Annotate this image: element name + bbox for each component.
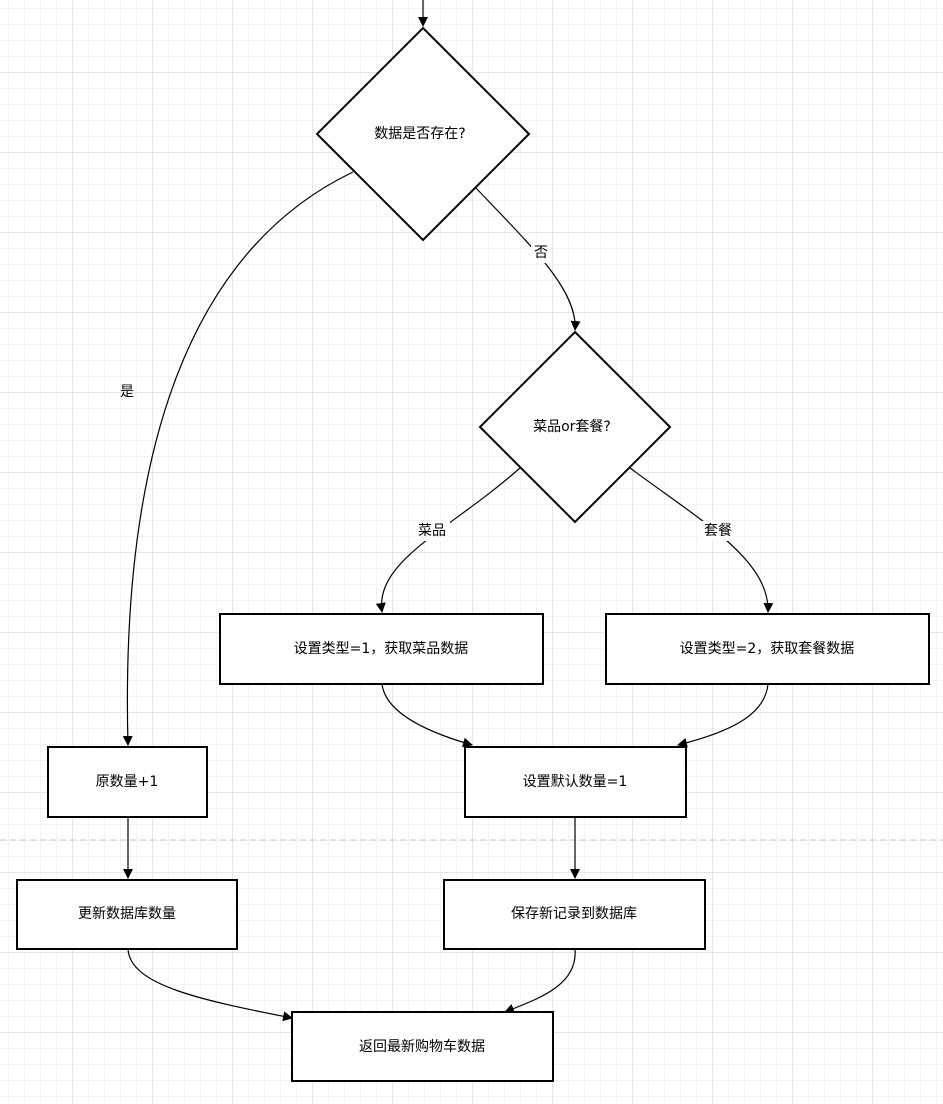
set-combo-box: [605, 613, 930, 685]
update-db-qty-label: 更新数据库数量: [78, 906, 176, 922]
decision-exists-label: 数据是否存在?: [374, 126, 465, 142]
edge-update-to-return: [127, 948, 293, 1022]
increment-qty-label: 原数量+1: [96, 774, 159, 790]
edge-dish-to-default: [381, 683, 473, 748]
increment-qty-box: [47, 746, 208, 818]
edge-label-combo: 套餐: [704, 523, 732, 539]
decision-exists-shape: [315, 26, 531, 242]
edge-label-dish: 菜品: [418, 523, 446, 539]
decision-type-shape: [478, 330, 672, 524]
save-new-record-box: [443, 879, 706, 950]
decision-type-label: 菜品or套餐?: [533, 419, 611, 435]
edge-label-yes: 是: [120, 384, 134, 400]
edge-save-to-return: [504, 948, 576, 1014]
set-dish-label: 设置类型=1，获取菜品数据: [294, 641, 469, 657]
return-cart-box: [291, 1011, 554, 1082]
edge-label-no: 否: [534, 245, 548, 261]
edge-no: [475, 187, 581, 331]
set-combo-label: 设置类型=2，获取套餐数据: [680, 641, 855, 657]
return-cart-label: 返回最新购物车数据: [359, 1038, 485, 1055]
edge-label-no-bg: [531, 243, 551, 263]
edge-combo: [629, 467, 774, 613]
edge-combo-to-default: [677, 683, 769, 748]
edge-label-dish-bg: [414, 521, 450, 541]
edge-label-combo-bg: [700, 521, 736, 541]
save-new-record-label: 保存新记录到数据库: [511, 906, 637, 922]
edge-yes: [122, 171, 354, 746]
set-default-qty-box: [464, 746, 687, 818]
edge-dish: [375, 467, 521, 613]
set-default-qty-label: 设置默认数量=1: [523, 774, 628, 790]
set-dish-box: [219, 613, 544, 685]
update-db-qty-box: [16, 879, 238, 950]
